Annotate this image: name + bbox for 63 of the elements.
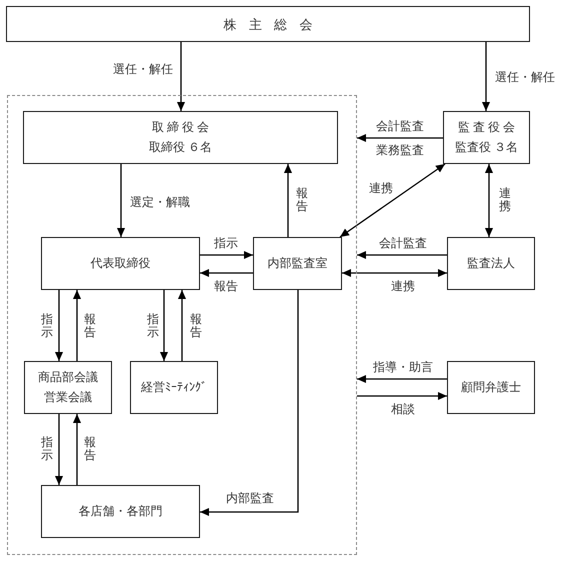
node-label: 取締役 ６名 — [149, 140, 212, 155]
arrow — [200, 290, 299, 516]
node-label: 取 締 役 会 — [152, 120, 209, 135]
edge-label: 連携 — [390, 279, 416, 293]
edge-label: 指示 — [41, 312, 53, 340]
org-box — [447, 361, 535, 414]
arrow — [176, 42, 186, 111]
arrow — [340, 163, 446, 238]
edge-label: 報告 — [84, 436, 96, 462]
org-box — [23, 111, 338, 164]
arrow — [72, 414, 82, 485]
node-label: 内部監査室 — [268, 256, 328, 271]
arrow — [357, 250, 447, 260]
node-label: 監査法人 — [467, 256, 515, 271]
node-label: 各店舗・各部門 — [78, 504, 162, 519]
node-label: 監 査 役 会 — [458, 120, 515, 135]
edge-label: 指導・助言 — [372, 360, 434, 374]
arrow — [72, 290, 82, 361]
node-label: 顧問弁護士 — [461, 380, 521, 395]
org-box — [41, 237, 200, 290]
arrow — [200, 250, 253, 260]
arrow — [482, 42, 490, 111]
edge-label: 選任・解任 — [112, 62, 174, 76]
edge-label: 連携 — [499, 186, 511, 214]
edge-label: 指示 — [41, 436, 53, 462]
edge-label: 会計監査 — [378, 236, 428, 250]
annotation-text: 業務監査 — [375, 143, 425, 157]
edge-label: 報告 — [296, 186, 308, 214]
edge-label: 会計監査 — [375, 119, 425, 133]
arrow — [54, 414, 64, 485]
edge-label: 報告 — [84, 312, 96, 340]
edge-label: 連携 — [368, 181, 394, 195]
node-label: 営業会議 — [44, 390, 92, 405]
arrow — [160, 290, 168, 361]
org-box — [24, 361, 112, 414]
org-box — [443, 111, 530, 164]
edge-label: 指示 — [147, 312, 159, 340]
org-box — [41, 485, 200, 538]
org-box — [447, 237, 535, 290]
org-box — [6, 6, 530, 42]
node-label: 代表取締役 — [90, 256, 150, 271]
node-label: 監査役 ３名 — [455, 140, 518, 155]
arrow — [178, 290, 186, 361]
arrow — [284, 164, 292, 237]
edge-label: 指示 — [213, 236, 239, 250]
edge-label: 選定・解職 — [129, 195, 191, 209]
arrow — [357, 392, 447, 400]
arrow — [357, 374, 447, 384]
edge-label: 内部監査 — [225, 491, 275, 505]
arrow — [200, 268, 253, 278]
node-label: 株 主 総 会 — [223, 16, 313, 32]
edge-label: 選任・解任 — [494, 70, 556, 84]
edge-label: 報告 — [213, 279, 239, 293]
edge-label: 相談 — [390, 402, 416, 416]
edge-label: 報告 — [190, 312, 202, 340]
org-box — [253, 237, 342, 290]
node-label: 経営ﾐｰﾃｨﾝｸﾞ — [141, 380, 207, 395]
arrow — [484, 164, 494, 237]
arrow — [357, 134, 443, 142]
arrow — [54, 290, 64, 361]
arrow — [116, 164, 126, 237]
org-box — [130, 361, 218, 414]
node-label: 商品部会議 — [38, 370, 98, 385]
